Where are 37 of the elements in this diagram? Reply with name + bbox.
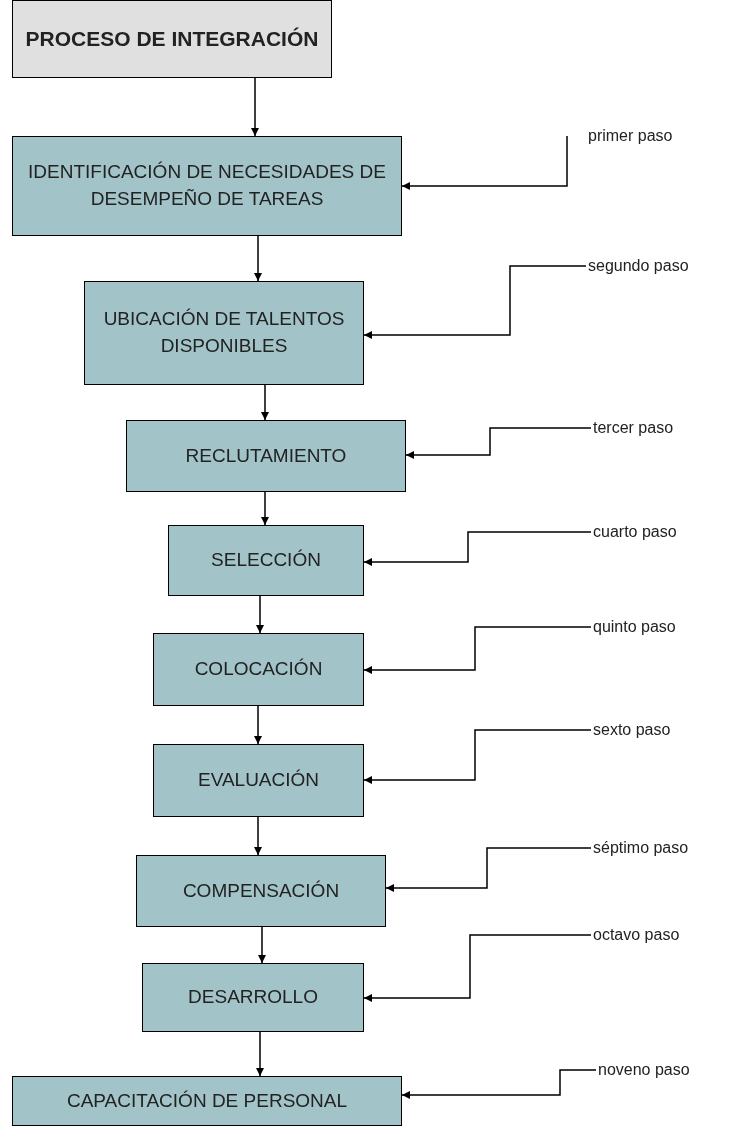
step-label: sexto paso bbox=[593, 720, 671, 740]
leader-arrow bbox=[401, 135, 568, 190]
leader-arrow bbox=[405, 427, 592, 459]
process-box: CAPACITACIÓN DE PERSONAL bbox=[12, 1076, 402, 1126]
arrow bbox=[254, 235, 262, 282]
process-box: DESARROLLO bbox=[142, 963, 364, 1032]
title-box: PROCESO DE INTEGRACIÓN bbox=[12, 0, 332, 78]
leader-arrow bbox=[363, 265, 587, 339]
process-box: EVALUACIÓN bbox=[153, 744, 364, 817]
step-label: quinto paso bbox=[593, 617, 676, 637]
step-label: tercer paso bbox=[593, 418, 674, 438]
leader-arrow bbox=[363, 729, 592, 784]
step-label: noveno paso bbox=[598, 1060, 690, 1080]
process-box: RECLUTAMIENTO bbox=[126, 420, 406, 492]
arrow bbox=[254, 705, 262, 745]
process-box: COLOCACIÓN bbox=[153, 633, 364, 706]
leader-arrow bbox=[401, 1069, 597, 1099]
step-label: segundo paso bbox=[588, 256, 689, 276]
arrow bbox=[254, 816, 262, 856]
process-box: IDENTIFICACIÓN DE NECESIDADES DE DESEMPEÑO DE TAREAS bbox=[12, 136, 402, 236]
leader-arrow bbox=[363, 934, 592, 1002]
leader-arrow bbox=[363, 531, 592, 566]
arrow bbox=[258, 926, 266, 964]
leader-arrow bbox=[363, 626, 592, 674]
process-box: UBICACIÓN DE TALENTOS DISPONIBLES bbox=[84, 281, 364, 385]
step-label: cuarto paso bbox=[593, 522, 677, 542]
arrow bbox=[261, 384, 269, 421]
arrow bbox=[256, 1031, 264, 1077]
leader-arrow bbox=[385, 847, 592, 892]
arrow bbox=[256, 595, 264, 634]
step-label: primer paso bbox=[588, 126, 673, 146]
arrow bbox=[251, 77, 259, 137]
process-box: SELECCIÓN bbox=[168, 525, 364, 596]
process-box: COMPENSACIÓN bbox=[136, 855, 386, 927]
step-label: octavo paso bbox=[593, 925, 680, 945]
step-label: séptimo paso bbox=[593, 838, 689, 858]
arrow bbox=[261, 491, 269, 526]
